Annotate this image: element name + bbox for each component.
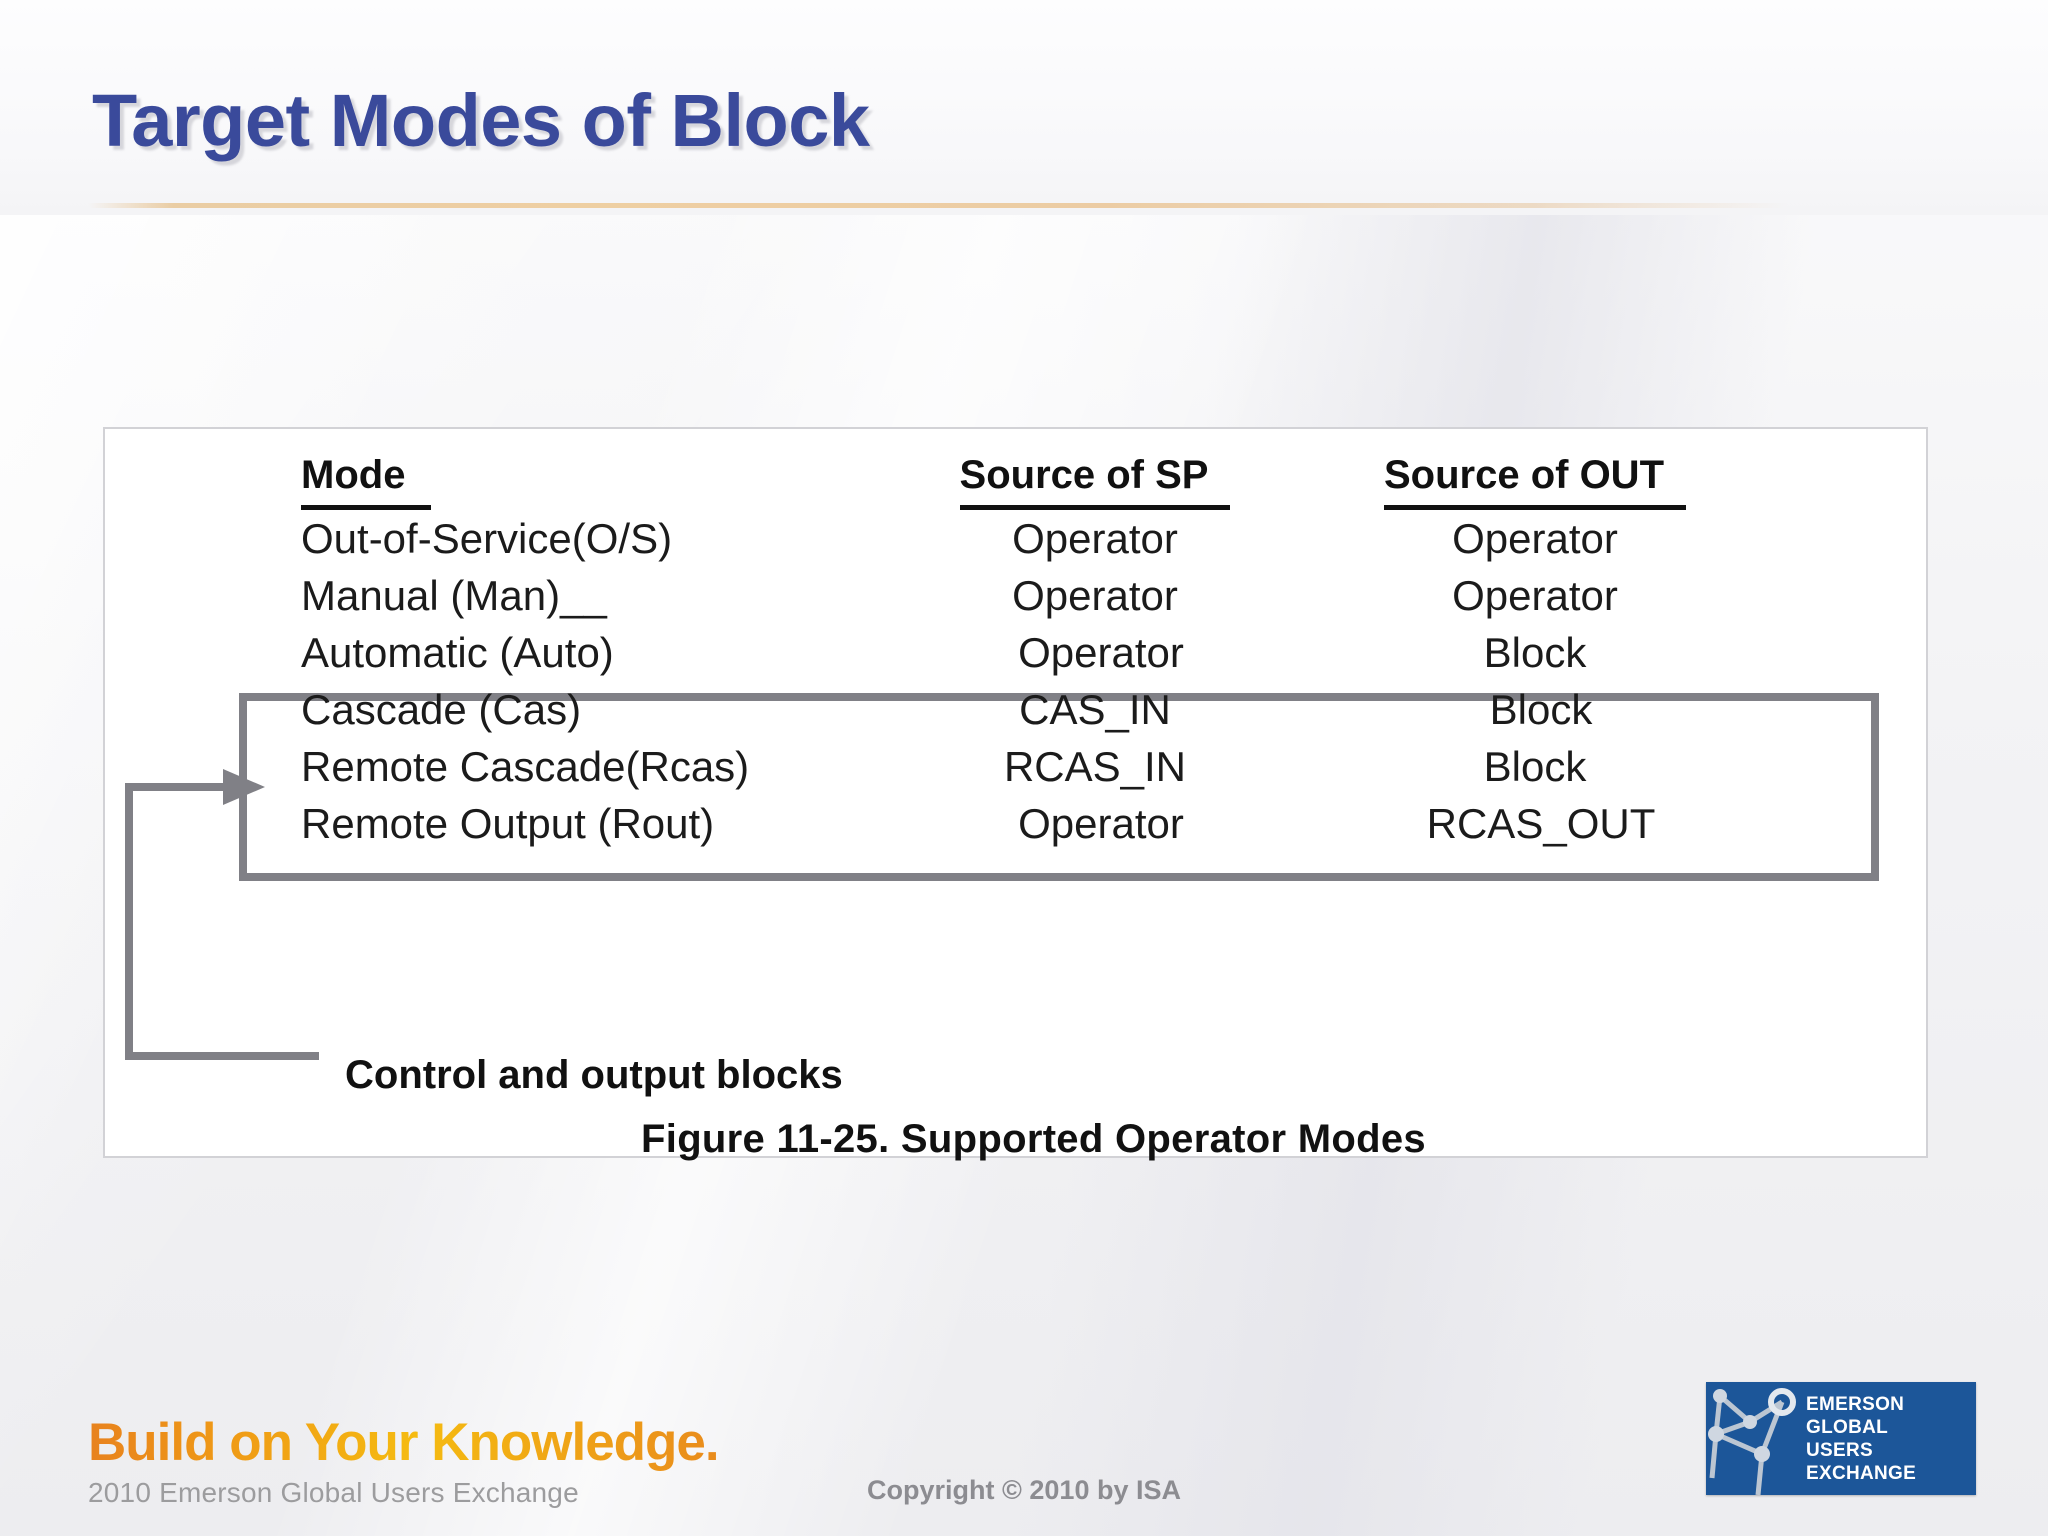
logo-line-1: EMERSON: [1806, 1393, 1905, 1415]
table-row: Remote Output (Rout): [301, 800, 715, 847]
figure-panel: Mode Out-of-Service(O/S) Manual (Man)__ …: [103, 427, 1928, 1161]
logo-line-4: EXCHANGE: [1806, 1462, 1917, 1484]
table-row: Manual (Man)__: [301, 572, 607, 619]
table-cell: Block: [1483, 743, 1587, 790]
table-row: Cascade (Cas): [301, 686, 582, 733]
table-cell: Block: [1489, 686, 1593, 733]
network-nodes-icon: [1706, 1382, 1804, 1495]
page-title: Target Modes of Block: [92, 79, 870, 162]
figure-caption: Figure 11-25. Supported Operator Modes: [105, 1117, 1926, 1162]
table-cell: Operator: [1018, 800, 1184, 847]
table-row: Out-of-Service(O/S): [301, 515, 673, 562]
table-cell: Operator: [1018, 629, 1184, 676]
table-row: Automatic (Auto): [301, 629, 614, 676]
table-row: Remote Cascade(Rcas): [301, 743, 750, 790]
table-cell: CAS_IN: [1019, 686, 1171, 733]
title-divider: [88, 203, 1788, 208]
table-cell: RCAS_IN: [1003, 743, 1187, 790]
table-cell: Operator: [1012, 515, 1178, 562]
column-header-source-of-out: Source of OUT: [1383, 447, 1687, 510]
emerson-logo-text: EMERSON GLOBAL USERS EXCHANGE: [1804, 1393, 1916, 1485]
table-cell: Operator: [1452, 515, 1618, 562]
column-header-mode: Mode: [301, 447, 432, 510]
brand-tagline: Build on Your Knowledge.: [88, 1413, 720, 1472]
table-cell: Block: [1483, 629, 1587, 676]
emerson-logo: EMERSON GLOBAL USERS EXCHANGE: [1706, 1382, 1976, 1495]
column-source-of-out: Source of OUT Operator Operator Block Bl…: [1325, 447, 1745, 852]
table-cell: RCAS_OUT: [1426, 800, 1656, 847]
footer-branding: Build on Your Knowledge. 2010 Emerson Gl…: [88, 1412, 720, 1509]
figure-caption-text: Figure 11-25. Supported Operator Modes: [641, 1117, 1426, 1161]
column-source-of-sp: Source of SP Operator Operator Operator …: [885, 447, 1305, 852]
brand-subtitle: 2010 Emerson Global Users Exchange: [88, 1477, 579, 1508]
column-mode: Mode Out-of-Service(O/S) Manual (Man)__ …: [301, 447, 821, 852]
table-cell: Operator: [1452, 572, 1618, 619]
table-cell: Operator: [1012, 572, 1178, 619]
callout-label: Control and output blocks: [345, 1053, 843, 1097]
modes-table: Mode Out-of-Service(O/S) Manual (Man)__ …: [105, 429, 1926, 1156]
copyright-text: Copyright © 2010 by ISA: [867, 1475, 1181, 1505]
logo-line-3: USERS: [1806, 1439, 1873, 1461]
logo-line-2: GLOBAL: [1806, 1416, 1889, 1438]
column-header-source-of-sp: Source of SP: [959, 447, 1231, 510]
